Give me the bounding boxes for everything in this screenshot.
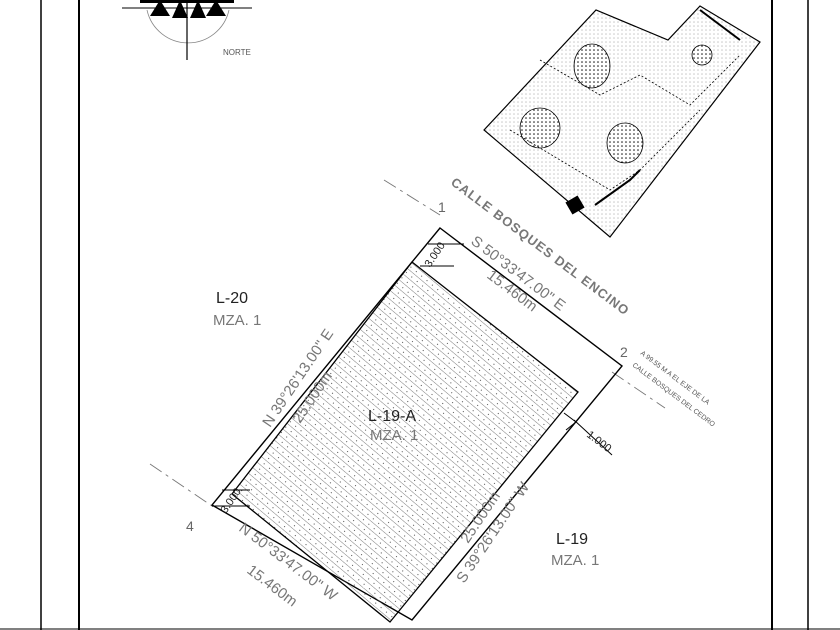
lot-west-block: MZA. 1 — [213, 312, 261, 329]
vertex-2-label: 2 — [620, 344, 628, 360]
lot-east-block: MZA. 1 — [551, 552, 599, 569]
vertex-4-label: 4 — [186, 518, 194, 534]
location-key-map — [483, 5, 761, 238]
north-arrow: NORTE — [122, 0, 252, 60]
lot-subject-block: MZA. 1 — [370, 427, 418, 444]
building-area — [231, 261, 579, 623]
lot-east-label: L-19 — [556, 531, 588, 548]
lot-subject-label: L-19-A — [368, 408, 416, 425]
dimension-marks — [212, 243, 613, 507]
street-lines — [149, 179, 666, 509]
north-label: NORTE — [223, 48, 251, 57]
lot-boundary — [210, 227, 624, 621]
lot-west-label: L-20 — [216, 290, 248, 307]
offset-right: 1.000 — [584, 429, 613, 455]
vertex-1-label: 1 — [438, 199, 446, 215]
